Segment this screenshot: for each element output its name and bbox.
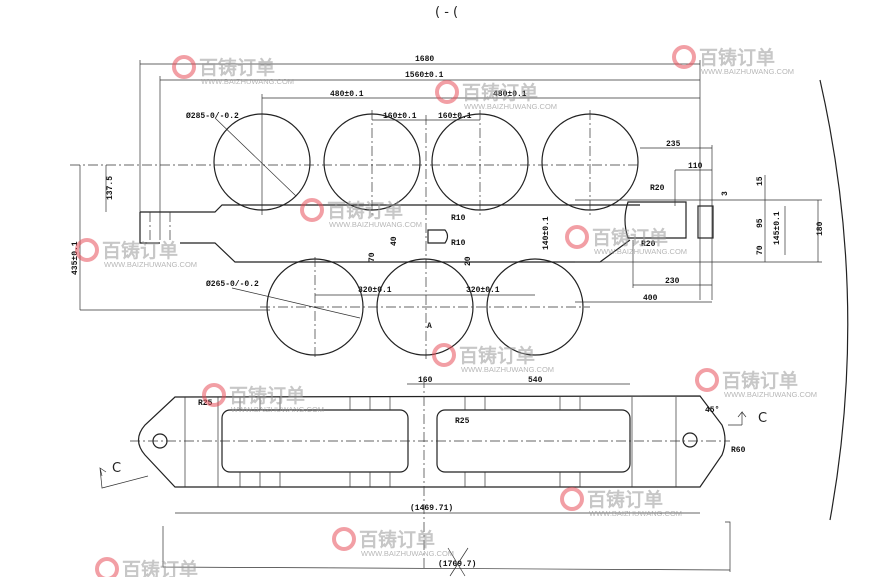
dim-rib-h: 40 bbox=[390, 236, 399, 246]
dim-70: 70 bbox=[756, 245, 765, 255]
cut-mark-right: C bbox=[758, 411, 767, 426]
dim-height-left: 137.5 bbox=[106, 176, 115, 200]
dim-lower-pitch-right: 320±0.1 bbox=[466, 286, 500, 295]
dim-rib-gap: 70 bbox=[368, 252, 377, 262]
dim-hole-span: 1560±0.1 bbox=[405, 71, 444, 80]
dim-95: 95 bbox=[756, 218, 765, 228]
watermark-logo: 百铸订单 WWW.BAIZHUWANG.COM bbox=[300, 198, 422, 229]
dim-r20-bottom: R20 bbox=[641, 240, 656, 249]
dim-r20-top: R20 bbox=[650, 184, 665, 193]
svg-text:百铸订单: 百铸订单 bbox=[587, 488, 663, 511]
top-view: 1680 1560±0.1 480±0.1 480±0.1 160±0.1 16… bbox=[70, 55, 825, 360]
svg-text:百铸订单: 百铸订单 bbox=[122, 558, 198, 577]
dim-mid-h: 140±0.1 bbox=[542, 216, 551, 250]
dim-180: 180 bbox=[816, 221, 825, 236]
watermark-logo: 百铸订单 WWW.BAIZHUWANG.COM bbox=[172, 55, 294, 86]
watermark-logo: 百铸订单 WWW.BAIZHUWANG.COM bbox=[695, 368, 817, 399]
dim-offset-left: 160±0.1 bbox=[383, 112, 417, 121]
dim-offset-right: 160±0.1 bbox=[438, 112, 472, 121]
svg-text:百铸订单: 百铸订单 bbox=[359, 528, 435, 551]
dim-r25-left: R25 bbox=[198, 399, 213, 408]
dim-rib-r-bottom: R10 bbox=[451, 239, 466, 248]
dim-upper-bore: Ø285-0/-0.2 bbox=[186, 112, 239, 121]
dim-length: (1469.71) bbox=[410, 504, 453, 513]
watermark-logo: 百铸订单 bbox=[95, 557, 198, 577]
dim-400: 400 bbox=[643, 294, 658, 303]
watermark-logo: 百铸订单 WWW.BAIZHUWANG.COM bbox=[435, 80, 557, 111]
dim-pitch-left: 480±0.1 bbox=[330, 90, 364, 99]
dim-110: 110 bbox=[688, 162, 703, 171]
plan-view: 160 540 R25 R25 R60 45° (1469.71) (1769.… bbox=[99, 376, 767, 577]
dim-540: 540 bbox=[528, 376, 543, 385]
dim-total-height: 435±0.1 bbox=[71, 241, 80, 275]
dim-230: 230 bbox=[665, 277, 680, 286]
svg-text:WWW.BAIZHUWANG.COM: WWW.BAIZHUWANG.COM bbox=[589, 509, 682, 518]
svg-text:WWW.BAIZHUWANG.COM: WWW.BAIZHUWANG.COM bbox=[231, 405, 324, 414]
watermark-logo: 百铸订单 WWW.BAIZHUWANG.COM bbox=[560, 487, 682, 518]
svg-text:百铸订单: 百铸订单 bbox=[462, 81, 538, 104]
svg-text:百铸订单: 百铸订单 bbox=[699, 46, 775, 69]
dim-rib-r-top: R10 bbox=[451, 214, 466, 223]
border-arc bbox=[819, 79, 849, 521]
watermark-logo: 百铸订单 WWW.BAIZHUWANG.COM bbox=[332, 527, 454, 558]
svg-text:WWW.BAIZHUWANG.COM: WWW.BAIZHUWANG.COM bbox=[464, 102, 557, 111]
dim-lower-pitch-left: 320±0.1 bbox=[358, 286, 392, 295]
watermark-logo: 百铸订单 WWW.BAIZHUWANG.COM bbox=[75, 238, 197, 269]
svg-text:WWW.BAIZHUWANG.COM: WWW.BAIZHUWANG.COM bbox=[594, 247, 687, 256]
dim-lower-bore: Ø265-0/-0.2 bbox=[206, 280, 259, 289]
dim-145: 145±0.1 bbox=[773, 211, 782, 245]
dim-3: 3 bbox=[721, 191, 730, 196]
dim-45deg: 45° bbox=[705, 406, 719, 415]
svg-text:百铸订单: 百铸订单 bbox=[102, 239, 178, 262]
svg-text:百铸订单: 百铸订单 bbox=[229, 384, 305, 407]
watermark-logo: 百铸订单 WWW.BAIZHUWANG.COM bbox=[672, 45, 794, 76]
watermark-logo: 百铸订单 WWW.BAIZHUWANG.COM bbox=[432, 343, 554, 374]
section-mark-a: A bbox=[427, 322, 432, 331]
svg-text:WWW.BAIZHUWANG.COM: WWW.BAIZHUWANG.COM bbox=[724, 390, 817, 399]
watermarks: 百铸订单 WWW.BAIZHUWANG.COM 百铸订单 WWW.BAIZHUW… bbox=[75, 45, 817, 577]
dim-r25-right: R25 bbox=[455, 417, 470, 426]
dim-r60: R60 bbox=[731, 446, 746, 455]
watermark-logo: 百铸订单 WWW.BAIZHUWANG.COM bbox=[202, 383, 324, 414]
cut-mark-left: C bbox=[112, 461, 121, 476]
dim-15: 15 bbox=[756, 176, 765, 186]
svg-text:WWW.BAIZHUWANG.COM: WWW.BAIZHUWANG.COM bbox=[104, 260, 197, 269]
dim-overall: 1680 bbox=[415, 55, 434, 64]
svg-text:百铸订单: 百铸订单 bbox=[459, 344, 535, 367]
svg-text:WWW.BAIZHUWANG.COM: WWW.BAIZHUWANG.COM bbox=[361, 549, 454, 558]
dim-web-t: 20 bbox=[464, 256, 473, 266]
svg-text:WWW.BAIZHUWANG.COM: WWW.BAIZHUWANG.COM bbox=[201, 77, 294, 86]
svg-text:百铸订单: 百铸订单 bbox=[592, 226, 668, 249]
dim-160: 160 bbox=[418, 376, 433, 385]
svg-text:百铸订单: 百铸订单 bbox=[327, 199, 403, 222]
svg-text:WWW.BAIZHUWANG.COM: WWW.BAIZHUWANG.COM bbox=[701, 67, 794, 76]
svg-text:百铸订单: 百铸订单 bbox=[199, 56, 275, 79]
dim-pitch-right: 480±0.1 bbox=[493, 90, 527, 99]
svg-text:WWW.BAIZHUWANG.COM: WWW.BAIZHUWANG.COM bbox=[329, 220, 422, 229]
dim-235: 235 bbox=[666, 140, 681, 149]
header-scribble: ( - ( bbox=[435, 5, 458, 20]
svg-text:WWW.BAIZHUWANG.COM: WWW.BAIZHUWANG.COM bbox=[461, 365, 554, 374]
svg-text:百铸订单: 百铸订单 bbox=[722, 369, 798, 392]
watermark-logo: 百铸订单 WWW.BAIZHUWANG.COM bbox=[565, 225, 687, 256]
